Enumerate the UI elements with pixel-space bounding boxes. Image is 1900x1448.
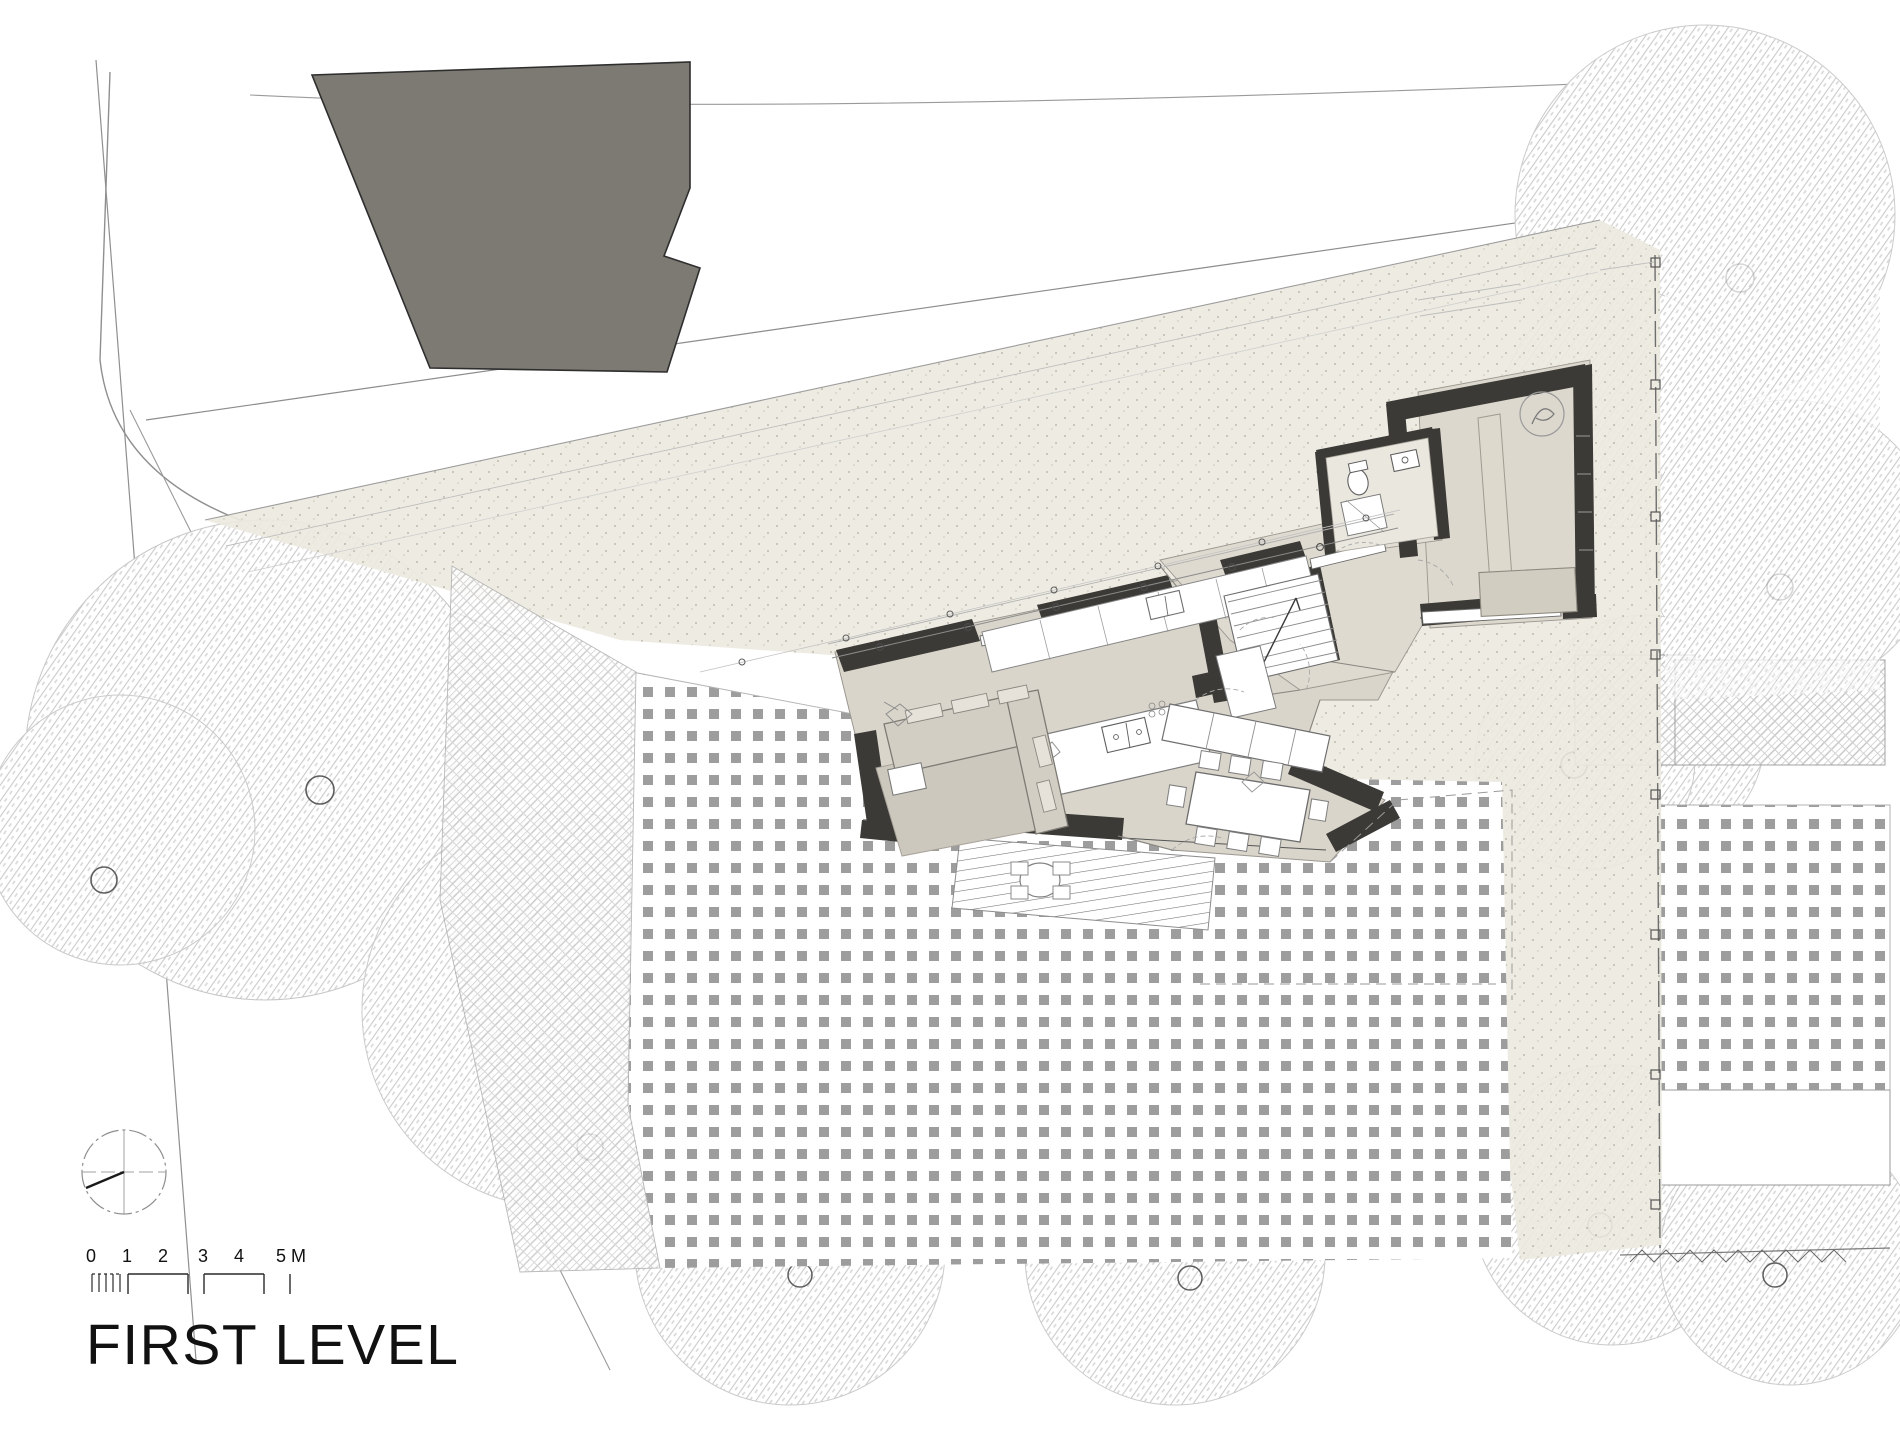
courtyard-group <box>1477 391 1593 618</box>
facade-track <box>699 509 1401 673</box>
wall-s-dining <box>1326 800 1400 852</box>
timber-deck <box>951 837 1216 931</box>
courtyard-wall-ticks <box>1576 435 1593 551</box>
entry-path <box>1417 261 1655 317</box>
neighbor-building-footprint <box>310 61 702 373</box>
dining-chairs <box>1165 749 1330 858</box>
door-swing-bath <box>1335 541 1383 553</box>
wall-sw-corner <box>854 730 890 830</box>
wall-courtyard-e <box>1573 364 1595 616</box>
wc-fixture <box>1347 459 1369 496</box>
bathroom-group <box>1325 437 1439 553</box>
scale-tick-5-unit: 5 M <box>276 1246 307 1266</box>
page-title: FIRST LEVEL <box>86 1313 460 1377</box>
wall-bath-e <box>1424 428 1450 540</box>
living-plant-glyph <box>883 701 913 727</box>
scale-tick-1: 1 <box>122 1246 133 1266</box>
outdoor-table <box>1010 861 1071 900</box>
title-block: FIRST LEVEL <box>86 1315 706 1385</box>
scale-bar <box>91 1273 291 1294</box>
island-sink <box>1100 716 1152 754</box>
dining-group <box>1161 703 1331 858</box>
scale-tick-0: 0 <box>86 1246 97 1266</box>
dining-table <box>1185 771 1311 843</box>
shower-tray <box>1340 493 1388 537</box>
coffee-table <box>887 762 927 796</box>
site-upper-boundary <box>145 204 1641 421</box>
tree-w-small <box>0 694 256 966</box>
terrace-paving <box>204 219 1662 1260</box>
wall-courtyard-n <box>1386 364 1590 422</box>
south-hedge-edge <box>1619 1247 1891 1263</box>
bench-seat <box>1161 703 1331 773</box>
stair-landing <box>1215 645 1277 719</box>
scale-tick-2: 2 <box>158 1246 169 1266</box>
scale-tick-3: 3 <box>198 1246 209 1266</box>
basin <box>1389 448 1421 473</box>
cooktop <box>1148 700 1166 718</box>
street-edge-line <box>99 71 521 641</box>
bath-floor-tile <box>1325 437 1439 553</box>
courtyard-tree-glyph <box>1519 391 1565 437</box>
table-plant-glyph <box>1241 771 1265 793</box>
living-room-group <box>875 684 1069 857</box>
scale-bar-labels: 0 1 2 3 4 5 M <box>86 1246 346 1268</box>
door-swings <box>1171 559 1455 851</box>
stair-direction-arrow <box>1261 597 1301 667</box>
terrace-outline <box>1200 789 1513 1000</box>
southwest-planting-strip <box>439 565 661 1273</box>
north-arrow <box>81 1129 167 1215</box>
kitchen-sink-wall <box>1145 589 1185 621</box>
stair-group <box>1215 573 1339 719</box>
courtyard-bench <box>1478 566 1578 618</box>
sectional-sofa <box>883 684 1069 835</box>
scale-tick-4: 4 <box>234 1246 245 1266</box>
